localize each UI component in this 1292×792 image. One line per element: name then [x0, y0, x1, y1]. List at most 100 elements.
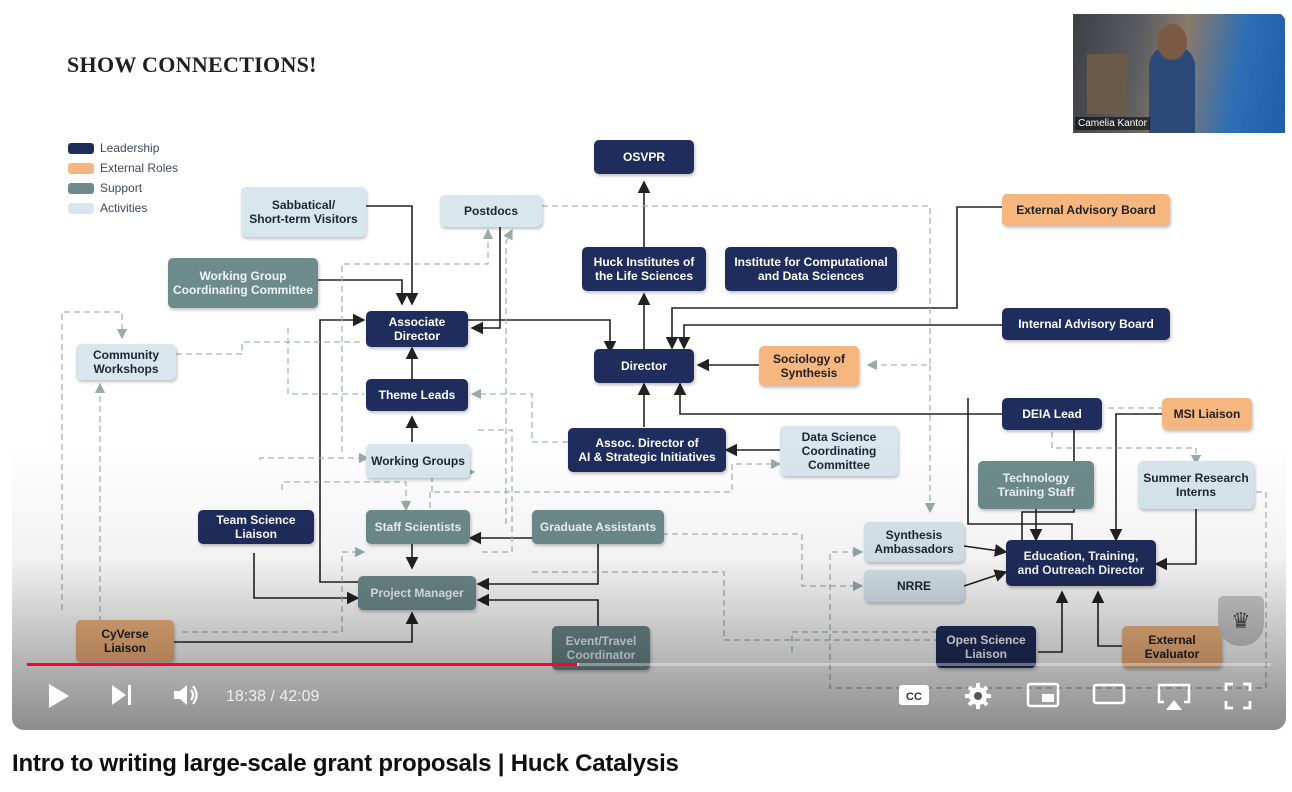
line-director-eto	[967, 398, 1073, 540]
dash-right-loop	[829, 491, 1267, 689]
line-summer-eto	[1154, 509, 1197, 571]
slide-title: SHOW CONNECTIONS!	[67, 52, 317, 77]
node-theme-leads: Theme Leads	[366, 379, 468, 411]
legend-swatch	[68, 182, 94, 194]
node-wgcc: Working Group Coordinating Committee	[168, 258, 318, 308]
theater-icon[interactable]	[1092, 682, 1126, 714]
progress-bar[interactable]	[27, 663, 1271, 666]
legend-swatch	[68, 202, 94, 214]
line-event-pm	[476, 593, 599, 626]
node-sabbatical: Sabbatical/ Short-term Visitors	[241, 187, 366, 237]
dash-grad-up	[503, 228, 513, 524]
node-dscc: Data Science Coordinating Committee	[780, 426, 898, 476]
node-event-travel: Event/Travel Coordinator	[552, 626, 650, 670]
video-title: Intro to writing large-scale grant propo…	[12, 750, 679, 777]
node-msi-liaison: MSI Liaison	[1162, 398, 1252, 430]
legend-swatch	[68, 162, 94, 174]
node-internal-board: Internal Advisory Board	[1002, 308, 1170, 340]
node-nrre: NRRE	[864, 570, 964, 602]
webcam-name: Camelia Kantor	[1075, 117, 1150, 130]
dash-grad-synth	[662, 533, 864, 592]
line-team-pm	[253, 553, 360, 605]
psu-logo-icon: ♛	[1218, 596, 1264, 646]
node-external-board: External Advisory Board	[1002, 194, 1170, 226]
progress-played	[27, 663, 577, 666]
player-controls: 18:38 / 42:09 CC	[12, 672, 1286, 724]
webcam-person	[1149, 46, 1195, 133]
node-working-groups: Working Groups	[366, 444, 470, 478]
node-osvpr: OSVPR	[594, 140, 694, 174]
line-wgcc-assoc	[318, 279, 409, 306]
legend-label: External Roles	[100, 161, 179, 175]
legend-item-support: Support	[68, 178, 178, 198]
line-msi-eto	[1109, 413, 1162, 542]
node-project-manager: Project Manager	[358, 576, 476, 610]
dash-mid-5	[429, 458, 782, 508]
connection-lines	[61, 180, 1267, 689]
node-deia-lead: DEIA Lead	[1002, 398, 1102, 430]
legend-label: Leadership	[100, 141, 160, 155]
legend-item-leadership: Leadership	[68, 138, 178, 158]
node-open-science: Open Science Liaison	[936, 626, 1036, 668]
node-icds: Institute for Computational and Data Sci…	[725, 247, 897, 291]
dash-loop-left	[61, 311, 128, 610]
line-postdoc-assoc	[470, 225, 501, 335]
line-assoc-director	[468, 319, 617, 354]
dash-bottom	[532, 571, 942, 641]
node-postdocs: Postdocs	[440, 195, 542, 227]
webcam-shelf	[1087, 54, 1127, 114]
line-ext-director	[665, 206, 1002, 350]
node-eto-director: Education, Training, and Outreach Direct…	[1006, 540, 1156, 586]
legend: Leadership External Roles Support Activi…	[68, 138, 178, 218]
line-cyverse-pm	[174, 611, 419, 643]
dash-community	[176, 341, 362, 355]
line-nrre-eto	[963, 569, 1008, 587]
node-huck: Huck Institutes of the Life Sciences	[582, 247, 706, 291]
node-summer-interns: Summer Research Interns	[1138, 461, 1254, 509]
webcam-head	[1157, 24, 1187, 60]
node-community-workshops: Community Workshops	[76, 344, 176, 380]
node-cyverse: CyVerse Liaison	[76, 620, 174, 662]
line-int-director	[677, 324, 1002, 350]
line-eval-eto	[1091, 590, 1122, 647]
dash-bottom-2	[182, 546, 366, 633]
captions-label: CC	[906, 691, 922, 703]
webcam-overlay: Camelia Kantor	[1073, 14, 1285, 133]
gear-icon[interactable]	[962, 682, 994, 714]
line-grad-pm	[476, 543, 599, 591]
node-external-evaluator: External Evaluator	[1122, 626, 1222, 668]
dash-mid-3	[281, 481, 412, 512]
legend-swatch	[68, 142, 94, 154]
fullscreen-icon[interactable]	[1222, 682, 1254, 714]
node-associate-director: Associate Director	[366, 311, 468, 347]
dash-mid-1	[341, 228, 494, 452]
video-player[interactable]: SHOW CONNECTIONS! Leadership External Ro…	[12, 12, 1286, 730]
line-deia-director	[673, 382, 1002, 415]
volume-icon[interactable]	[170, 682, 202, 714]
dash-mid-2	[259, 452, 370, 464]
line-open-eto	[1038, 590, 1069, 653]
time-display: 18:38 / 42:09	[226, 688, 320, 705]
line-sabb-assoc	[355, 205, 419, 306]
node-sociology: Sociology of Synthesis	[759, 346, 859, 386]
dash-eto-out	[791, 631, 942, 652]
node-assoc-ai: Assoc. Director of AI & Strategic Initia…	[568, 428, 726, 472]
node-director: Director	[594, 349, 694, 383]
line-synth-eto	[963, 544, 1008, 557]
slide: SHOW CONNECTIONS! Leadership External Ro…	[12, 12, 1286, 730]
dash-wg-loop	[478, 429, 513, 553]
captions-icon[interactable]: CC	[898, 682, 930, 714]
legend-label: Activities	[100, 201, 148, 215]
next-icon[interactable]	[106, 682, 138, 714]
legend-item-activities: Activities	[68, 198, 178, 218]
legend-label: Support	[100, 181, 143, 195]
node-graduate-assistants: Graduate Assistants	[532, 510, 664, 544]
node-tech-staff: Technology Training Staff	[978, 461, 1094, 509]
miniplayer-icon[interactable]	[1026, 682, 1060, 714]
play-icon[interactable]	[42, 682, 74, 714]
airplay-icon[interactable]	[1156, 682, 1191, 714]
dash-wgcc	[287, 328, 364, 395]
node-team-science: Team Science Liaison	[198, 510, 314, 544]
dash-postdoc-socio	[542, 205, 931, 371]
dash-aiai-theme	[470, 388, 568, 443]
